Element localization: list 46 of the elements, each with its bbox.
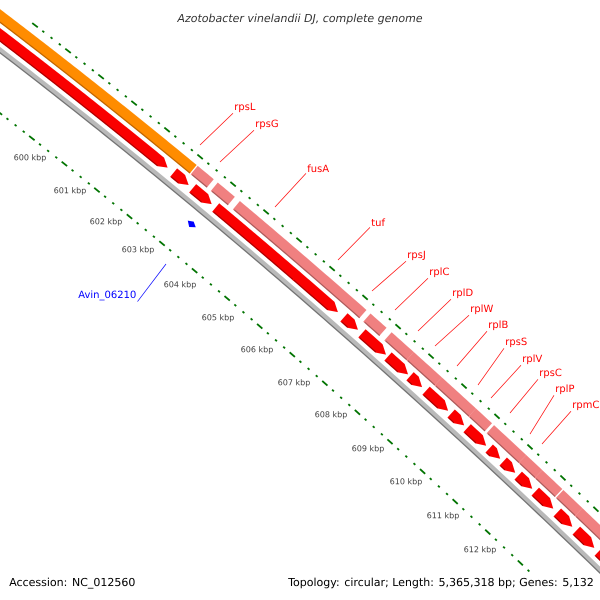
leader-line	[456, 330, 488, 366]
genome-info-text: Topology: circular; Length: 5,365,318 bp; Genes: 5,132	[288, 578, 593, 588]
scale-label: 605 kbp	[202, 314, 234, 322]
scale-label: 603 kbp	[122, 246, 154, 254]
leader-line	[542, 410, 572, 444]
gene-label: rpsL	[235, 102, 256, 112]
leader-line	[274, 173, 306, 208]
accession-text: Accession: NC_012560	[9, 578, 135, 589]
scale-label: 606 kbp	[241, 346, 273, 354]
scale-label: 601 kbp	[54, 187, 86, 195]
leader-line	[338, 227, 370, 260]
scale-label: 610 kbp	[390, 478, 422, 486]
gene-label: rplC	[430, 267, 449, 278]
leader-line	[490, 364, 522, 398]
gene-label: rplP	[556, 384, 574, 394]
scale-label: 602 kbp	[90, 218, 122, 226]
scale-label: 600 kbp	[14, 154, 46, 162]
scale-label: 604 kbp	[164, 281, 196, 289]
gene-label: rplD	[453, 288, 473, 298]
title: Azotobacter vinelandii DJ, complete genome	[176, 14, 422, 24]
leader-line	[372, 260, 406, 292]
gene-label: rplV	[523, 354, 542, 364]
leader-line	[418, 298, 452, 332]
leader-line	[200, 112, 234, 146]
leader-line	[137, 264, 166, 302]
leader-line	[530, 394, 554, 434]
leader-line	[510, 378, 538, 414]
gene-label: fusA	[307, 164, 330, 172]
gene-label: rpsC	[540, 368, 562, 378]
leader-line	[478, 348, 504, 386]
scale-label: 611 kbp	[427, 512, 459, 520]
scale-label: 608 kbp	[315, 411, 347, 419]
scale-label: 612 kbp	[464, 546, 496, 554]
gene-label: rplB	[489, 320, 508, 330]
gene-label: tuf	[371, 218, 386, 226]
gene-label: rpsS	[506, 338, 527, 348]
scale-label: 609 kbp	[352, 445, 384, 453]
leader-line	[220, 130, 254, 162]
gene-label: rpmC	[573, 400, 599, 410]
gene-label: rpsJ	[408, 250, 425, 260]
gene-label: rplW	[471, 304, 493, 314]
gene-label: rpsG	[256, 120, 278, 130]
gene-label: Avin_06210	[78, 290, 136, 300]
leader-line	[434, 314, 470, 346]
scale-label: 607 kbp	[278, 379, 310, 387]
leader-line	[394, 278, 428, 310]
